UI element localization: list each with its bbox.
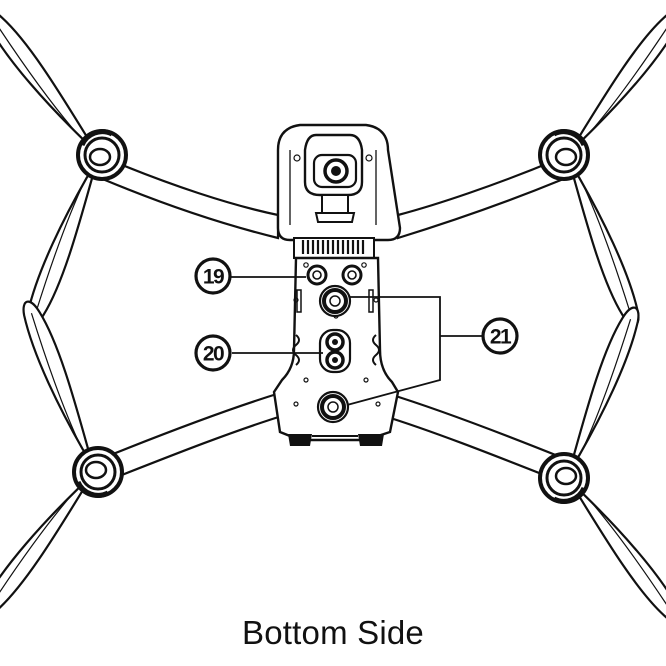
bottom-sensor-lower [316,390,350,424]
svg-text:19: 19 [203,266,224,289]
callout-21: 21 [481,317,519,355]
propeller-rear-right [540,305,666,636]
gimbal-camera [303,133,364,223]
callout-20: 20 [194,334,232,372]
drone-body [272,123,402,446]
propeller-front-left [0,0,126,328]
arm-rear-left [96,391,287,484]
arm-front-left [103,158,280,240]
arm-front-right [396,158,563,240]
diagram-caption: Bottom Side [242,614,424,651]
svg-text:20: 20 [203,343,224,366]
callout-leaders [231,276,482,406]
callout-19: 19 [194,257,232,295]
downward-small-sensors [306,264,363,286]
bottom-sensor-upper [318,284,352,318]
vent-grille [301,240,365,254]
downward-vision-sensors [318,328,352,374]
propeller-front-right [540,0,666,328]
propeller-rear-left [0,299,122,630]
svg-text:21: 21 [490,326,512,349]
